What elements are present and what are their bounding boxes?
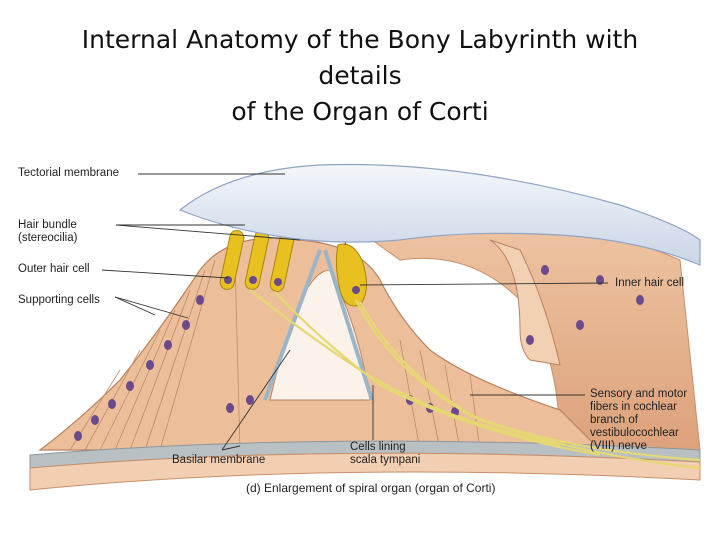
- label-hair-bundle-line2: (stereocilia): [18, 232, 78, 244]
- slide-title: Internal Anatomy of the Bony Labyrinth w…: [0, 22, 720, 130]
- title-line-3: of the Organ of Corti: [231, 97, 489, 126]
- cell-nuclei: [74, 265, 644, 441]
- label-basilar-membrane: Basilar membrane: [172, 454, 266, 466]
- title-line-2: details: [318, 61, 402, 90]
- outer-hair-cells: [219, 230, 295, 292]
- label-supporting-cells: Supporting cells: [18, 294, 100, 306]
- figure-caption: (d) Enlargement of spiral organ (organ o…: [246, 481, 496, 495]
- label-cells-lining-line2: scala tympani: [350, 454, 421, 466]
- outer-sulcus-cells: [489, 239, 561, 366]
- scala-tympani-lining: [29, 452, 701, 491]
- label-outer-hair-cell: Outer hair cell: [18, 263, 90, 275]
- pillar-cells: [263, 249, 374, 401]
- label-nerve-fibers-line4: vestibulocochlear: [590, 427, 679, 439]
- label-nerve-fibers-line5: (VIII) nerve: [590, 440, 647, 452]
- label-cells-lining-line1: Cells lining: [350, 441, 406, 453]
- nerve-fibers: [249, 289, 701, 470]
- label-nerve-fibers-line2: fibers in cochlear: [590, 401, 677, 413]
- leader-lines: [101, 173, 609, 451]
- label-nerve-fibers-line1: Sensory and motor: [590, 388, 688, 400]
- title-line-1: Internal Anatomy of the Bony Labyrinth w…: [81, 25, 639, 54]
- tectorial-membrane: [178, 163, 701, 266]
- label-tectorial-membrane: Tectorial membrane: [18, 167, 119, 179]
- organ-of-corti-illustration: [29, 163, 701, 491]
- label-nerve-fibers-line3: branch of: [590, 414, 638, 426]
- label-inner-hair-cell: Inner hair cell: [615, 277, 685, 289]
- label-hair-bundle-line1: Hair bundle: [18, 219, 77, 231]
